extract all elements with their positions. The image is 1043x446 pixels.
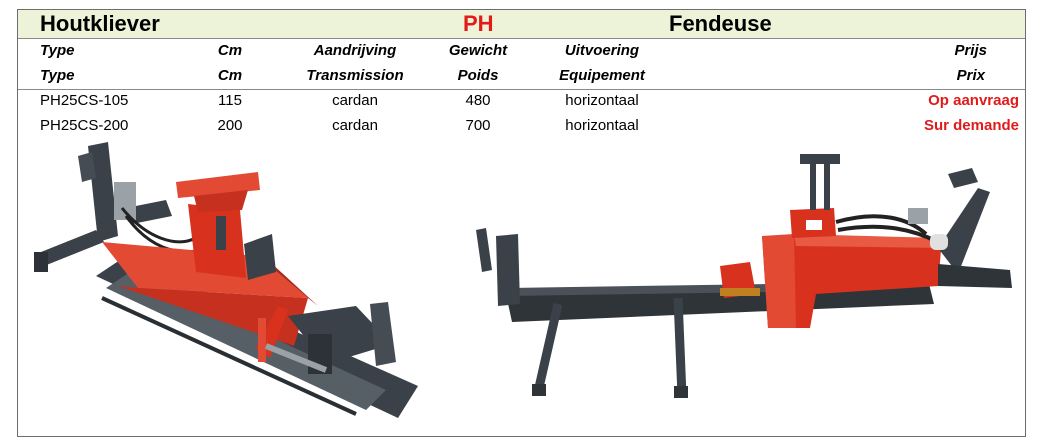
row2-drive: cardan xyxy=(332,117,378,134)
log-splitter-photo-left xyxy=(34,142,418,418)
header-weight-nl: Gewicht xyxy=(448,42,508,59)
title-dutch: Houtkliever xyxy=(40,11,160,36)
header-type-fr: Type xyxy=(40,67,75,84)
header-type-nl: Type xyxy=(40,42,75,59)
product-sheet: Houtkliever PH Fendeuse Type Cm Aandrijv… xyxy=(17,9,1026,437)
title-bar: Houtkliever PH Fendeuse xyxy=(18,10,1025,39)
header-execution-nl: Uitvoering xyxy=(564,42,640,59)
header-cm-nl: Cm xyxy=(217,42,243,59)
row1-type: PH25CS-105 xyxy=(40,92,129,109)
row1-price: Op aanvraag xyxy=(928,92,1019,109)
row2-execution: horizontaal xyxy=(565,117,639,134)
row2-weight: 700 xyxy=(465,117,491,134)
header-execution-fr: Equipement xyxy=(559,67,645,84)
header-drive-nl: Aandrijving xyxy=(313,42,397,59)
log-splitter-photo-right xyxy=(476,154,1012,398)
title-french: Fendeuse xyxy=(669,11,772,36)
header-price-fr: Prix xyxy=(956,67,985,84)
row2-type: PH25CS-200 xyxy=(40,117,129,134)
header-drive-fr: Transmission xyxy=(306,67,404,84)
row2-cm: 200 xyxy=(217,117,243,134)
row1-weight: 480 xyxy=(465,92,491,109)
header-cm-fr: Cm xyxy=(217,67,243,84)
row1-execution: horizontaal xyxy=(565,92,639,109)
header-divider xyxy=(18,89,1025,90)
row1-drive: cardan xyxy=(332,92,378,109)
title-model: PH xyxy=(463,11,494,36)
row1-cm: 115 xyxy=(218,92,242,109)
header-weight-fr: Poids xyxy=(457,67,499,84)
row2-price: Sur demande xyxy=(923,117,1019,134)
header-price-nl: Prijs xyxy=(954,42,987,59)
